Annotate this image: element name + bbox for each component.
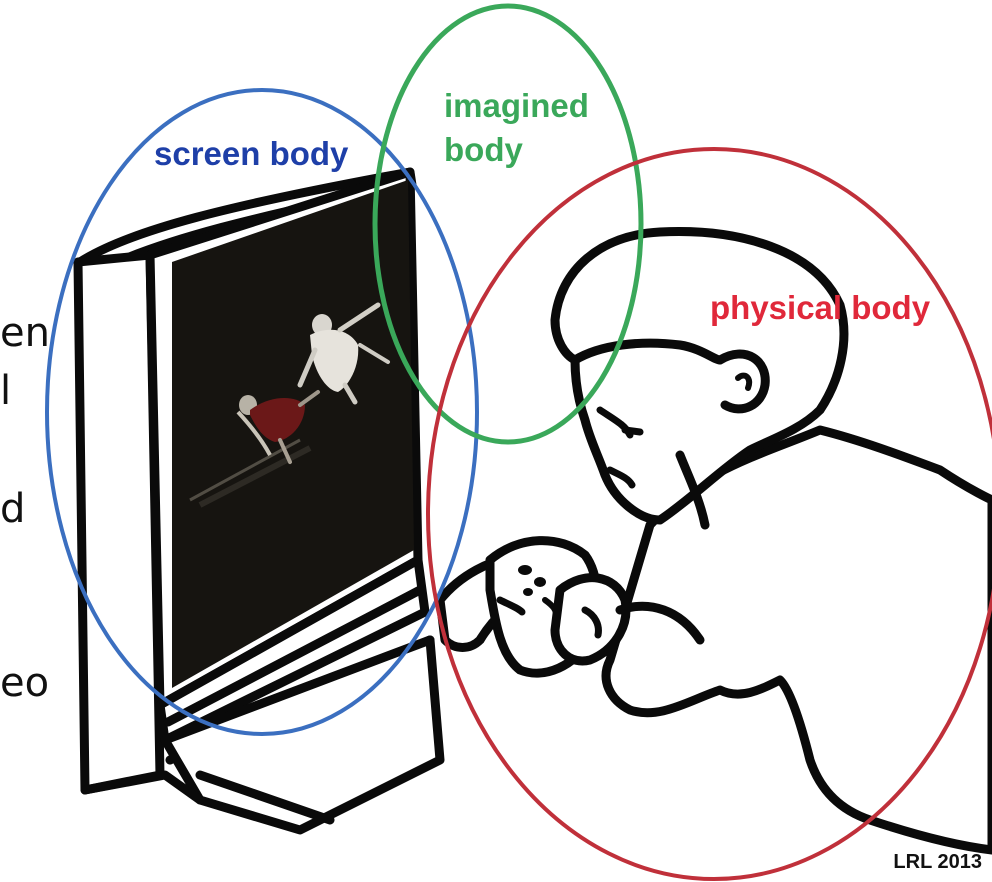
physical-body-label: physical body — [710, 286, 930, 329]
imagined-body-label-line2: body — [444, 128, 523, 171]
cropped-text-fragment: d — [0, 486, 25, 532]
cropped-text-fragment: en — [0, 310, 50, 356]
cropped-text-fragment: l — [0, 368, 11, 414]
screen-body-label: screen body — [154, 132, 348, 175]
credit-text: LRL 2013 — [893, 851, 982, 874]
imagined-body-label-line1: imagined — [444, 84, 589, 127]
cropped-text-fragment: eo — [0, 660, 49, 706]
